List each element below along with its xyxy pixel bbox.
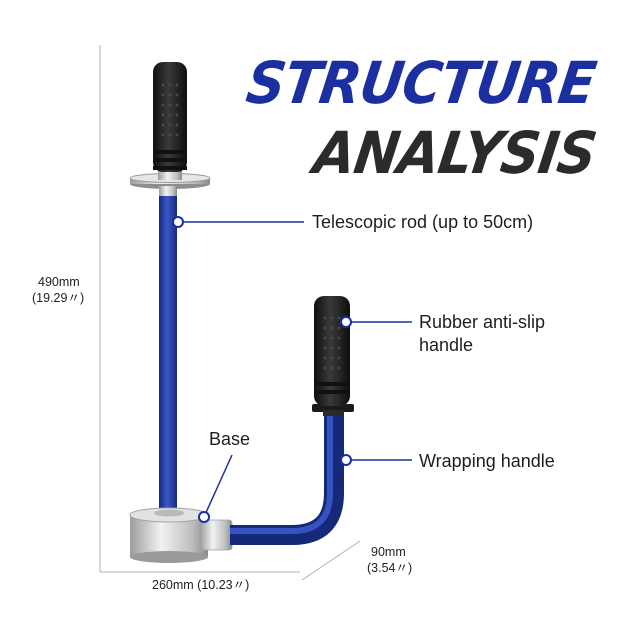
side-rubber-grip <box>314 296 350 406</box>
top-collar <box>129 168 211 196</box>
callout-rubber-handle <box>340 316 412 328</box>
label-wrapping-handle: Wrapping handle <box>419 451 555 471</box>
label-rubber-handle-line2: handle <box>419 335 474 355</box>
dimension-width: 260mm (10.23〃) <box>152 578 250 592</box>
side-collar <box>312 404 354 416</box>
base-hub <box>129 507 233 563</box>
dimension-height-in: (19.29〃) <box>32 291 85 305</box>
top-rubber-grip <box>153 62 187 172</box>
label-base: Base <box>209 429 251 449</box>
wrapping-arm <box>230 410 344 545</box>
dimension-height-mm: 490mm <box>38 275 80 289</box>
depth-dimension-line <box>301 540 361 581</box>
label-telescopic-rod: Telescopic rod (up to 50cm) <box>312 212 534 232</box>
callout-telescopic-rod <box>172 216 304 228</box>
title-line-analysis: ANALYSIS <box>309 119 600 187</box>
callout-wrapping-handle <box>340 454 412 466</box>
dimension-depth-in: (3.54〃) <box>367 561 413 575</box>
title-line-structure: STRUCTURE <box>242 49 600 117</box>
label-rubber-handle-line1: Rubber anti-slip <box>419 312 546 332</box>
dimension-depth-mm: 90mm <box>371 545 406 559</box>
callout-base <box>198 454 233 523</box>
telescopic-rod <box>159 185 177 520</box>
